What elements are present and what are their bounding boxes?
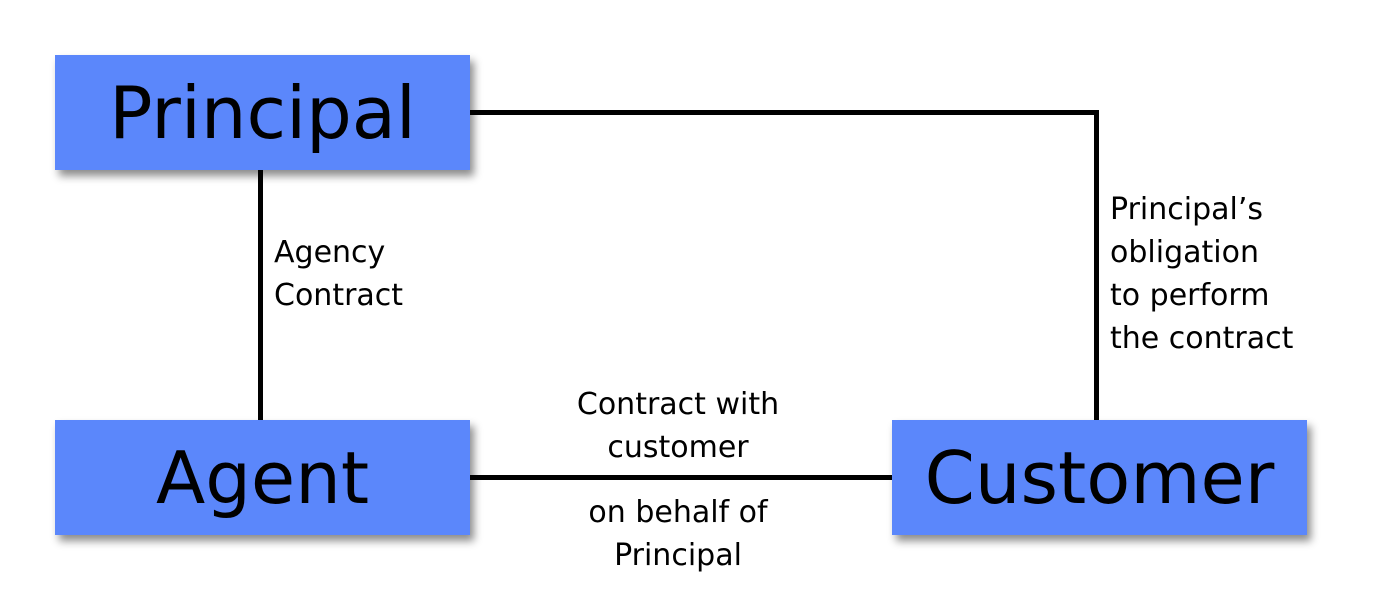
on-behalf-of-principal-label: on behalf of Principal bbox=[588, 495, 768, 573]
agent-customer-connector bbox=[470, 475, 892, 480]
contract-with-customer-label: Contract with customer bbox=[576, 387, 780, 465]
principal-obligation-label: Principal’s obligation to perform the co… bbox=[1110, 192, 1294, 356]
principal-node: Principal bbox=[55, 55, 470, 170]
agent-node-label: Agent bbox=[155, 435, 370, 520]
principal-node-label: Principal bbox=[109, 70, 416, 155]
agent-node: Agent bbox=[55, 420, 470, 535]
customer-node-label: Customer bbox=[924, 435, 1275, 520]
principal-customer-connector-vertical bbox=[1094, 110, 1099, 422]
customer-node: Customer bbox=[892, 420, 1307, 535]
agency-contract-label: Agency Contract bbox=[274, 235, 404, 313]
principal-customer-connector-horizontal bbox=[470, 110, 1098, 115]
principal-agent-connector bbox=[258, 170, 263, 420]
